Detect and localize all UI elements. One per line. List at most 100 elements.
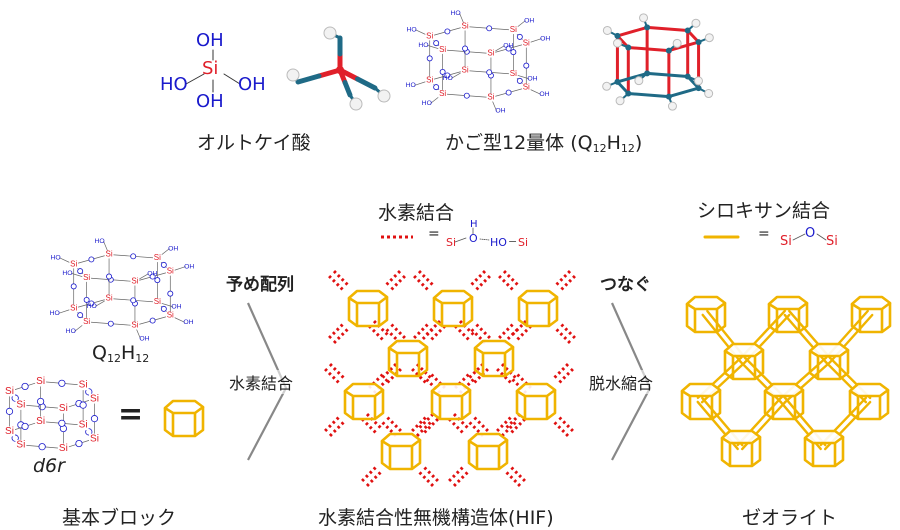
silicon-label: Si bbox=[523, 83, 530, 92]
hbond-o: O bbox=[469, 232, 478, 245]
hbond-dots bbox=[365, 471, 382, 488]
zeolite-d6r-prism bbox=[848, 382, 890, 421]
silicon-label: Si bbox=[5, 386, 14, 397]
oxygen-atom bbox=[85, 428, 93, 436]
cage-model-node bbox=[614, 78, 621, 85]
oxygen-atom bbox=[58, 419, 66, 427]
silicon-label: Si bbox=[167, 267, 174, 276]
hydroxyl-label: HO bbox=[50, 255, 60, 262]
zeolite-d6r-prism bbox=[680, 382, 722, 421]
hydroxyl-label: HO bbox=[66, 328, 76, 335]
prism-top-face bbox=[163, 399, 205, 415]
hif-d6r-prism bbox=[347, 289, 389, 328]
cage-model-bond bbox=[645, 71, 690, 79]
atom-bg bbox=[460, 66, 470, 75]
prism-top-face bbox=[848, 382, 890, 398]
prism-sides bbox=[163, 407, 205, 438]
silicon-label: Si bbox=[16, 440, 25, 451]
cage-model-node bbox=[614, 32, 621, 39]
q12h12-label: Q12H12 bbox=[92, 342, 149, 365]
oxygen-atom bbox=[463, 92, 470, 99]
zeolite-d6r-prism bbox=[850, 295, 892, 334]
prism-sides bbox=[380, 440, 422, 471]
hydrogen-atom bbox=[613, 38, 623, 48]
hbond-dots bbox=[505, 471, 522, 488]
hydroxyl-label: HO bbox=[418, 42, 428, 49]
prism-top-face bbox=[380, 432, 422, 448]
prism-top-face bbox=[515, 382, 557, 398]
silicon-label: Si bbox=[70, 259, 77, 268]
prism-top-face bbox=[430, 382, 472, 398]
hbond-dots bbox=[553, 362, 570, 379]
cage-model-bond bbox=[667, 86, 701, 99]
atom-bg bbox=[82, 317, 92, 326]
hbond-dots bbox=[475, 274, 492, 291]
atom-bg bbox=[57, 443, 69, 454]
hydrogen-atom bbox=[704, 33, 714, 43]
hif-d6r-prism bbox=[432, 289, 474, 328]
oxygen-atom bbox=[79, 401, 87, 409]
hif-d6r-prism bbox=[517, 289, 559, 328]
hbond-dots bbox=[415, 421, 432, 438]
hbond-dots bbox=[385, 269, 402, 286]
atom-bg bbox=[165, 267, 175, 276]
hbond-dots bbox=[475, 323, 492, 340]
oxygen-atom bbox=[11, 394, 19, 402]
oxygen-atom bbox=[149, 317, 156, 324]
hydrogen-atom bbox=[691, 18, 701, 28]
cage-model-bond bbox=[615, 71, 649, 84]
prism-top-face bbox=[387, 339, 429, 355]
prism-sides bbox=[767, 303, 809, 334]
q12h12-3d-model bbox=[602, 13, 714, 111]
silicon-label: Si bbox=[131, 321, 138, 330]
prism-sides bbox=[432, 297, 474, 328]
legend-bond bbox=[792, 233, 806, 241]
oxygen-atom bbox=[88, 256, 95, 263]
hbond-dash: − bbox=[508, 235, 518, 248]
silicon-label: Si bbox=[105, 250, 112, 259]
hbond-dots bbox=[447, 466, 464, 483]
atom-bg bbox=[486, 49, 496, 58]
atom-bg bbox=[15, 439, 27, 450]
silicon-label: Si bbox=[154, 297, 161, 306]
prism-sides bbox=[473, 347, 515, 378]
cage-model-node bbox=[695, 39, 702, 46]
prism-top-face bbox=[720, 429, 762, 445]
hydroxyl-label: OH bbox=[540, 35, 550, 42]
si-o-bond-blue bbox=[342, 80, 353, 98]
hydroxyl-label: OH bbox=[183, 319, 193, 326]
atom-bg bbox=[508, 70, 518, 79]
atom-bg bbox=[104, 250, 114, 259]
hydrogen-atom bbox=[634, 76, 644, 86]
siloxane-legend-equals: = bbox=[758, 226, 770, 242]
oxygen-atom bbox=[154, 277, 161, 284]
atom-oh-bottom: OH bbox=[196, 91, 224, 112]
oxygen-atom bbox=[106, 273, 113, 280]
cage-model-bond bbox=[645, 25, 690, 33]
zeolite-d6r-prism bbox=[685, 295, 727, 334]
zeolite-d6r-prism bbox=[767, 295, 809, 334]
silicon-label: Si bbox=[439, 89, 446, 98]
prism-top-face bbox=[347, 289, 389, 305]
cage-model-bond bbox=[667, 40, 701, 53]
hbond-dots bbox=[553, 421, 570, 438]
q-letter: Q bbox=[92, 342, 107, 364]
silicon-label: Si bbox=[90, 433, 99, 444]
silicon-label: Si bbox=[154, 253, 161, 262]
hydroxyl-label: OH bbox=[147, 271, 157, 278]
cage-model-node bbox=[644, 24, 651, 31]
equals-sign: = bbox=[118, 397, 144, 432]
atom-bg bbox=[57, 403, 69, 414]
hbond-dots bbox=[412, 274, 429, 291]
atom-bg bbox=[69, 260, 79, 269]
prism-sides bbox=[803, 437, 845, 468]
oxygen-atom bbox=[160, 305, 167, 312]
silicon-label: Si bbox=[510, 25, 517, 34]
oxygen-atom bbox=[149, 273, 156, 280]
atom-ho-left: HO bbox=[160, 74, 188, 95]
atom-bg bbox=[521, 83, 531, 92]
cage-label-sub1: 12 bbox=[592, 142, 607, 155]
oxygen-atom bbox=[38, 443, 46, 451]
prism-sides bbox=[723, 350, 765, 381]
silicon-label: Si bbox=[105, 294, 112, 303]
